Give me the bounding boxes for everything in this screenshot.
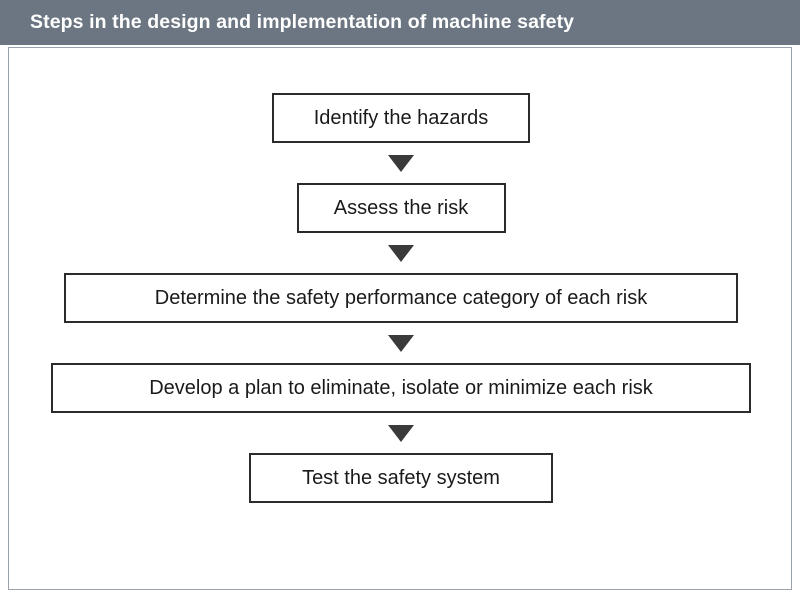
arrow-down-icon-1 <box>388 155 414 172</box>
flow-step-2[interactable]: Assess the risk <box>296 183 506 233</box>
arrow-down-icon-2 <box>388 245 414 262</box>
flow-step-3[interactable]: Determine the safety performance categor… <box>64 273 738 323</box>
flow-step-1[interactable]: Identify the hazards <box>272 93 530 143</box>
flow-step-4-label: Develop a plan to eliminate, isolate or … <box>149 376 653 399</box>
flow-step-4[interactable]: Develop a plan to eliminate, isolate or … <box>51 363 751 413</box>
arrow-down-icon-3 <box>388 335 414 352</box>
arrow-down-icon-4 <box>388 425 414 442</box>
flow-step-5[interactable]: Test the safety system <box>249 453 553 503</box>
content-panel: Identify the hazards Assess the risk Det… <box>8 47 792 590</box>
flow-step-5-label: Test the safety system <box>302 466 500 489</box>
flow-step-3-label: Determine the safety performance categor… <box>154 286 648 309</box>
page-title: Steps in the design and implementation o… <box>30 11 575 33</box>
flow-step-1-label: Identify the hazards <box>313 106 489 129</box>
flowchart: Identify the hazards Assess the risk Det… <box>9 48 793 591</box>
flow-step-2-label: Assess the risk <box>333 196 469 219</box>
header-bar: Steps in the design and implementation o… <box>0 0 800 45</box>
